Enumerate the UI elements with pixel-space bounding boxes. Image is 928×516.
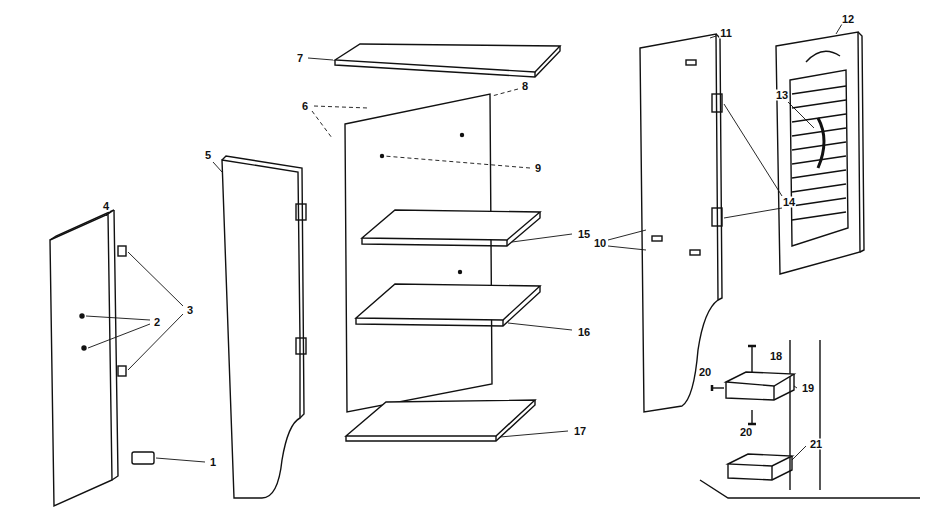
callout-number: 11 (719, 28, 733, 39)
callout-number: 4 (102, 201, 110, 212)
callout-number: 1 (209, 457, 217, 468)
callout-number: 13 (775, 90, 789, 101)
callout-number: 20 (698, 367, 712, 378)
callout-number: 2 (153, 317, 161, 328)
callout-number: 12 (841, 14, 855, 25)
callout-number: 19 (801, 383, 815, 394)
callout-number: 8 (521, 81, 529, 92)
callout-number: 6 (301, 101, 309, 112)
callout-number: 10 (593, 238, 607, 249)
callout-number: 7 (296, 53, 304, 64)
callout-number: 14 (782, 197, 796, 208)
callout-number: 15 (577, 229, 591, 240)
callout-number: 17 (573, 426, 587, 437)
callout-number: 5 (204, 150, 212, 161)
callout-number: 20 (739, 427, 753, 438)
callout-number: 18 (769, 351, 783, 362)
callout-number: 9 (534, 163, 542, 174)
callout-number: 3 (186, 305, 194, 316)
callout-number: 16 (577, 327, 591, 338)
callout-number: 21 (809, 439, 823, 450)
